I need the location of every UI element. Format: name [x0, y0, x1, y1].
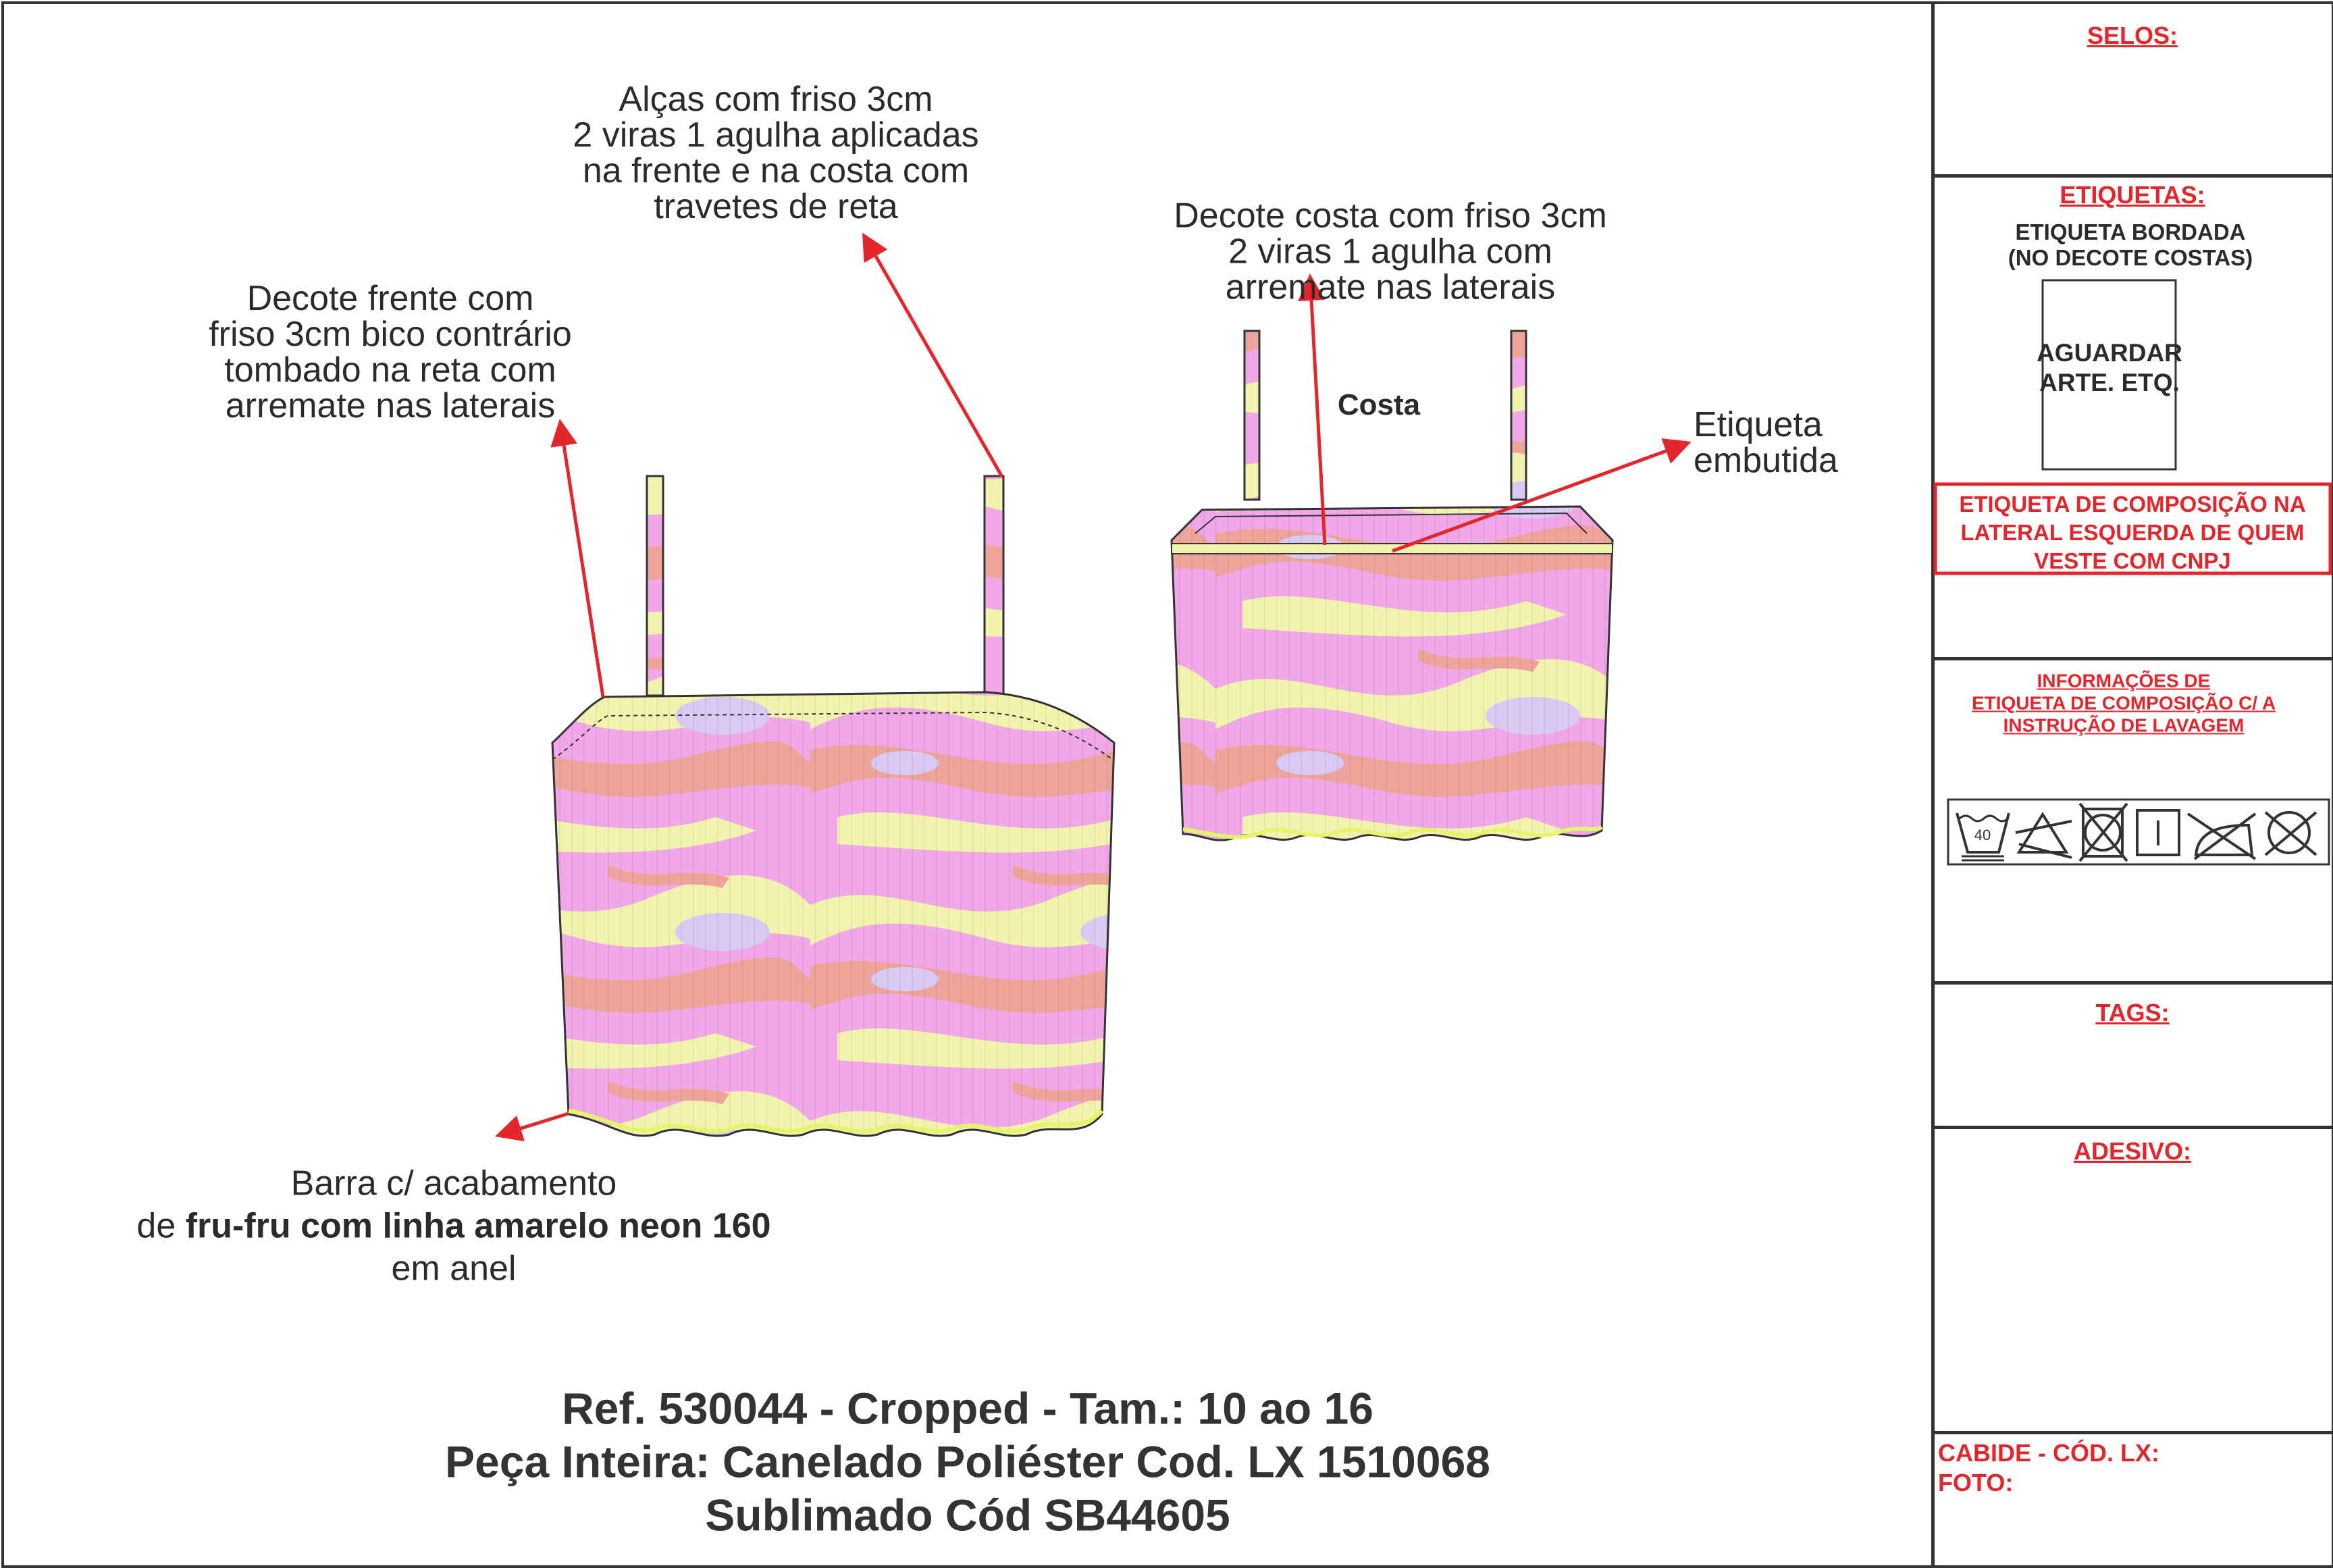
back-view-label: Costa — [1337, 388, 1421, 421]
text-line: INFORMAÇÕES DE — [2037, 670, 2211, 691]
title-ref: Ref. 530044 - Cropped - Tam.: 10 ao 16 — [562, 1383, 1373, 1434]
note-line: Etiqueta — [1694, 405, 1823, 444]
label-art-box — [2041, 279, 2177, 471]
text-line: VESTE COM CNPJ — [2034, 548, 2231, 573]
no-iron-icon — [2186, 812, 2257, 860]
no-dry-clean-icon — [2264, 811, 2317, 856]
wash-info-heading: INFORMAÇÕES DE ETIQUETA DE COMPOSIÇÃO C/… — [1972, 670, 2276, 737]
note-line: na frente e na costa com — [582, 151, 970, 190]
awaiting-art-text: AGUARDAR ARTE. ETQ. — [2037, 338, 2182, 398]
text-line: AGUARDAR — [2037, 339, 2182, 367]
line-dry-icon — [2136, 809, 2180, 856]
back-neckline-note: Decote costa com friso 3cm 2 viras 1 agu… — [1174, 196, 1607, 307]
panel-divider — [1931, 174, 2333, 178]
note-line: arremate nas laterais — [1225, 267, 1556, 307]
front-neckline-note: Decote frente com friso 3cm bico contrár… — [209, 281, 572, 424]
no-bleach-icon — [2015, 812, 2072, 859]
text-line: ETIQUETA DE COMPOSIÇÃO C/ A — [1971, 692, 2276, 714]
adesivo-heading: ADESIVO: — [2073, 1137, 2192, 1165]
hanger-photo-block: CABIDE - CÓD. LX: FOTO: — [1938, 1438, 2159, 1498]
note-line: Barra c/ acabamento — [290, 1164, 617, 1203]
note-line: 2 viras 1 agulha com — [1228, 232, 1552, 271]
title-print-code: Sublimado Cód SB44605 — [705, 1490, 1230, 1540]
panel-divider — [1931, 657, 2333, 660]
hanger-code-label: CABIDE - CÓD. LX: — [1938, 1439, 2159, 1467]
text-line: LATERAL ESQUERDA DE QUEM — [1960, 520, 2305, 545]
text-line: INSTRUÇÃO DE LAVAGEM — [2003, 714, 2245, 736]
back-garment — [1170, 330, 1614, 841]
photo-label: FOTO: — [1938, 1469, 2014, 1496]
annotation-arrows — [494, 232, 1692, 1142]
note-line: friso 3cm bico contrário — [209, 315, 572, 354]
note-line: embutida — [1694, 441, 1838, 480]
panel-divider — [1931, 1431, 2333, 1434]
note-line: Decote costa com friso 3cm — [1174, 196, 1607, 236]
front-garment — [551, 475, 1116, 1137]
note-line: em anel — [391, 1249, 517, 1288]
care-symbols: 40 — [1947, 798, 2330, 866]
no-tumble-dry-icon — [2078, 802, 2128, 862]
svg-text:40: 40 — [1974, 827, 1991, 843]
text-line: ETIQUETA DE COMPOSIÇÃO NA — [1959, 492, 2306, 517]
composition-label-box — [1933, 482, 2332, 575]
panel-divider — [1931, 981, 2333, 985]
note-text: de — [136, 1206, 186, 1246]
title-fabric: Peça Inteira: Canelado Poliéster Cod. LX… — [445, 1436, 1490, 1487]
text-line: ARTE. ETQ. — [2039, 369, 2180, 396]
embroidered-label-text: ETIQUETA BORDADA (NO DECOTE COSTAS) — [2008, 219, 2253, 271]
note-line: de fru-fru com linha amarelo neon 160 — [136, 1205, 770, 1248]
composition-label-text: ETIQUETA DE COMPOSIÇÃO NA LATERAL ESQUER… — [1959, 490, 2305, 575]
note-line: Alças com friso 3cm — [619, 80, 933, 119]
text-line: ETIQUETA BORDADA — [2015, 219, 2246, 244]
text-line: (NO DECOTE COSTAS) — [2008, 245, 2253, 270]
wash-40-icon: 40 — [1956, 812, 2010, 862]
note-line: travetes de reta — [654, 187, 898, 226]
panel-divider — [1931, 1, 1935, 1565]
note-line: Decote frente com — [246, 279, 534, 318]
note-line: arremate nas laterais — [225, 386, 556, 425]
embedded-label-note: Etiqueta embutida — [1694, 407, 1838, 479]
panel-divider — [1931, 1126, 2333, 1129]
selos-heading: SELOS: — [2087, 22, 2178, 49]
product-title: Ref. 530044 - Cropped - Tam.: 10 ao 16 P… — [445, 1382, 1490, 1542]
etiquetas-heading: ETIQUETAS: — [2060, 181, 2205, 209]
tags-heading: TAGS: — [2095, 999, 2170, 1026]
note-line: tombado na reta com — [224, 350, 556, 390]
hem-note: Barra c/ acabamento de fru-fru com linha… — [136, 1163, 770, 1290]
note-line: 2 viras 1 agulha aplicadas — [573, 115, 979, 155]
note-bold-text: fru-fru com linha amarelo neon 160 — [185, 1206, 771, 1246]
straps-note: Alças com friso 3cm 2 viras 1 agulha apl… — [573, 82, 978, 225]
